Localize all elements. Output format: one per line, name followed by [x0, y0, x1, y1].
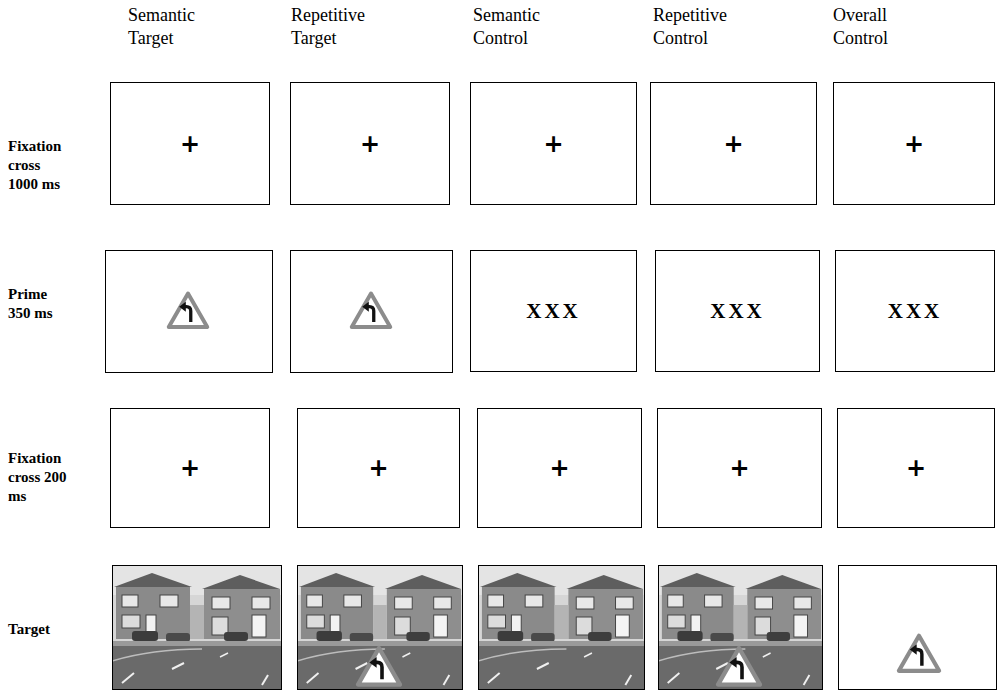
row-label: Prime 350 ms	[8, 285, 68, 323]
prime-panel: XXX	[835, 250, 995, 372]
prime-mask: XXX	[526, 301, 581, 322]
fixation-panel: +	[837, 408, 995, 528]
fixation-cross: +	[368, 456, 388, 480]
fixation-cross: +	[543, 132, 563, 156]
row-label: Fixation cross 200 ms	[8, 449, 70, 505]
fixation-cross: +	[904, 132, 924, 156]
fixation-cross: +	[906, 456, 926, 480]
prime-mask: XXX	[888, 301, 943, 322]
fixation-cross: +	[180, 132, 200, 156]
column-header: Repetitive Target	[291, 4, 391, 51]
row-label: Target	[8, 620, 88, 639]
fixation-panel: +	[110, 82, 270, 205]
fixation-panel: +	[290, 82, 450, 205]
fixation-cross: +	[723, 132, 743, 156]
column-header: Semantic Control	[473, 4, 573, 51]
fixation-cross: +	[549, 456, 569, 480]
fixation-panel: +	[650, 82, 817, 205]
fixation-cross: +	[180, 456, 200, 480]
fixation-cross: +	[360, 132, 380, 156]
column-header: Semantic Target	[128, 4, 228, 51]
fixation-panel: +	[657, 408, 822, 528]
fixation-panel: +	[470, 82, 637, 205]
prime-panel: XXX	[655, 250, 820, 372]
prime-panel: XXX	[470, 250, 637, 372]
fixation-panel: +	[833, 82, 995, 205]
fixation-panel: +	[297, 408, 460, 528]
row-label: Fixation cross 1000 ms	[8, 137, 70, 193]
fixation-panel: +	[477, 408, 642, 528]
column-header: Overall Control	[833, 4, 933, 51]
prime-mask: XXX	[710, 301, 765, 322]
fixation-panel: +	[110, 408, 270, 528]
column-header: Repetitive Control	[653, 4, 753, 51]
fixation-cross: +	[729, 456, 749, 480]
